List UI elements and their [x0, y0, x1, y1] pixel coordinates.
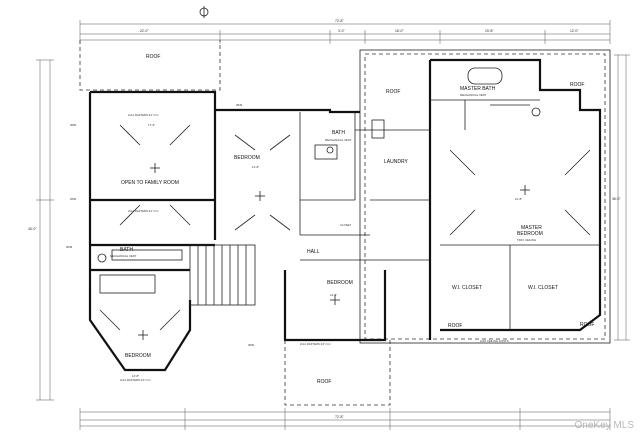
- bedroom-hall-label: BEDROOM: [327, 280, 353, 286]
- note-window-2: 2650: [70, 197, 77, 201]
- master-bath-sub: MECHANICAL VENT: [460, 93, 487, 97]
- note-beam-3: 2x12 RAFTERS 24" O.C.: [300, 342, 332, 346]
- dim-bed-hall: 14'-8": [330, 293, 337, 297]
- dimension-labels: 72'-8" 72'-8" 40'-0" 36'-0" 22'-0" 3'-0"…: [28, 19, 621, 419]
- roof-label-right: ROOF: [570, 82, 584, 88]
- master-bedroom-label-2: BEDROOM: [517, 231, 543, 237]
- dim-bed-center: 14'-8": [252, 165, 259, 169]
- note-ceiling: 2x10 CEILING JOISTS: [480, 339, 509, 343]
- dim-seg-top-2: 3'-0": [338, 29, 346, 33]
- bath-top-sub: MECHANICAL VENT: [325, 138, 352, 142]
- dim-seg-top-5: 12'-0": [570, 29, 579, 33]
- dim-overall-top: 72'-8": [335, 19, 344, 23]
- master-bedroom-label-1: MASTER: [521, 225, 542, 231]
- note-beam-1: 2x12 RAFTERS 24" O.C.: [128, 113, 160, 117]
- note-window-5: 3050: [248, 343, 255, 347]
- bath-left-sub: MECHANICAL VENT: [110, 254, 137, 258]
- room-labels: ROOF ROOF ROOF ROOF ROOF ROOF OPEN TO FA…: [110, 54, 594, 385]
- bath-left-label: BATH: [120, 247, 133, 253]
- roof-label-right-low: ROOF: [580, 322, 594, 328]
- dim-seg-top-4: 19'-8": [485, 29, 494, 33]
- plan-notes: 2x12 RAFTERS 24" O.C. 2x12 RAFTERS 24" O…: [66, 103, 509, 382]
- dim-bed-lower-left: 14'-8": [132, 374, 139, 378]
- dim-left-height: 40'-0": [28, 227, 37, 231]
- dim-master: 21'-8": [515, 197, 522, 201]
- open-family-label: OPEN TO FAMILY ROOM: [121, 180, 179, 186]
- hall-label: HALL: [307, 249, 320, 255]
- interior-walls: [97, 67, 600, 340]
- note-window-4: 2846: [236, 103, 243, 107]
- roof-label-center-low: ROOF: [448, 323, 462, 329]
- dim-seg-top-1: 22'-0": [140, 29, 149, 33]
- wi-closet-label-2: W.I. CLOSET: [528, 285, 558, 291]
- dim-seg-top-3: 16'-0": [395, 29, 404, 33]
- bath-top-label: BATH: [332, 130, 345, 136]
- dim-family: 17'-6": [148, 123, 155, 127]
- dim-right-height: 36'-0": [612, 197, 621, 201]
- closet-label: CLOSET: [340, 223, 351, 227]
- note-beam-2: 2x12 RAFTERS 24" O.C.: [128, 209, 160, 213]
- dim-overall-bottom: 72'-8": [335, 415, 344, 419]
- dimension-lines: [36, 20, 630, 430]
- roof-label-bottom: ROOF: [317, 379, 331, 385]
- bedroom-lower-left-label: BEDROOM: [125, 353, 151, 359]
- laundry-label: LAUNDRY: [384, 159, 408, 165]
- roof-label-top: ROOF: [146, 54, 160, 60]
- roof-label-master: ROOF: [386, 89, 400, 95]
- master-bath-label: MASTER BATH: [460, 86, 496, 92]
- watermark: OneKey MLS: [574, 420, 634, 431]
- note-beam-4: 2x12 RAFTERS 24" O.C.: [120, 378, 152, 382]
- master-bedroom-sub: TRAY CEILING: [517, 238, 536, 242]
- north-arrow-icon: [199, 6, 209, 18]
- exterior-walls: [88, 58, 602, 372]
- roof-outlines: [79, 40, 611, 406]
- note-window-3: 3646: [66, 245, 73, 249]
- wi-closet-label-1: W.I. CLOSET: [452, 285, 482, 291]
- bedroom-center-label: BEDROOM: [234, 155, 260, 161]
- note-window-1: 3650: [70, 123, 77, 127]
